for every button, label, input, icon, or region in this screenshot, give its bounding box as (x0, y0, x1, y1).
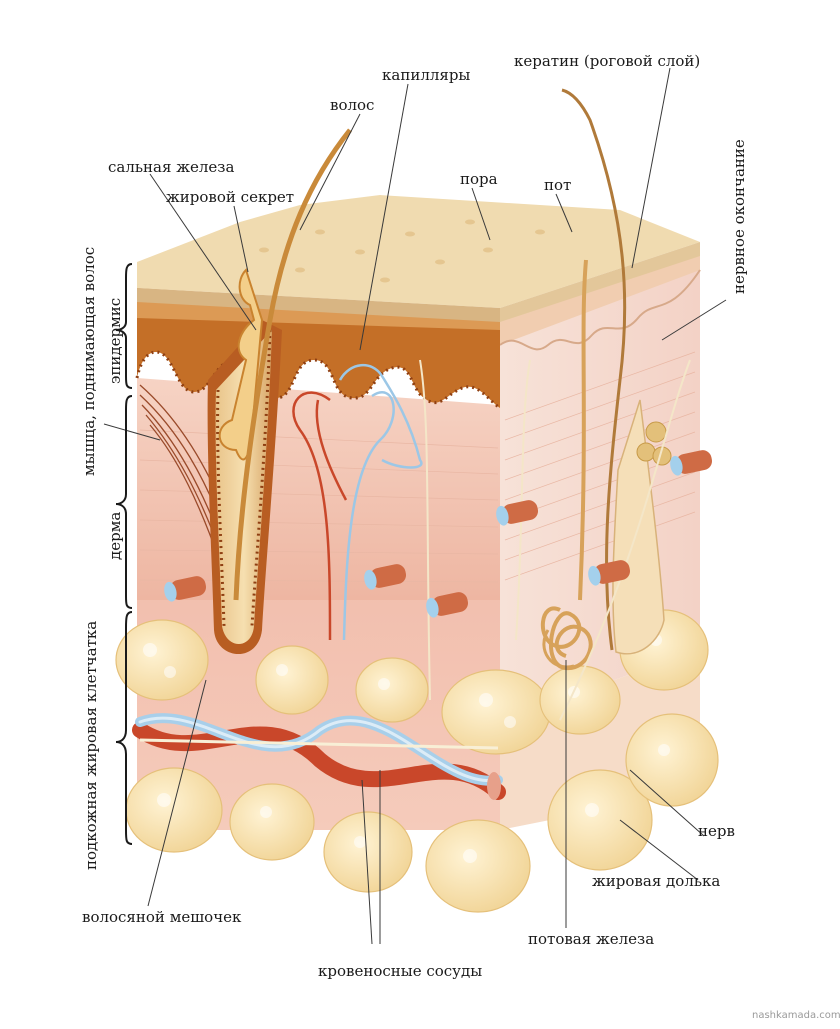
label-sweat: пот (544, 176, 571, 194)
label-nerve-ending: нервное окончание (730, 139, 748, 294)
main-blood-vessels (132, 713, 506, 800)
watermark: nashkamada.com (752, 1010, 840, 1021)
sebaceous-gland-shape (218, 268, 264, 461)
capillary-loops (292, 364, 423, 641)
dermis-front (137, 378, 500, 600)
label-hair: волос (330, 96, 374, 114)
leader-lines (103, 67, 727, 945)
nerve-fibers (419, 359, 691, 721)
layer-braces (115, 263, 133, 845)
label-arrector-muscle: мышца, поднимающая волос (80, 247, 98, 476)
pores (259, 219, 545, 283)
fat-lobules (115, 609, 719, 913)
vessel-cross-sections (164, 450, 713, 618)
label-dermis: дерма (106, 512, 124, 560)
basal-layer (135, 350, 501, 410)
label-keratin: кератин (роговой слой) (514, 52, 700, 70)
label-nerve: нерв (698, 822, 735, 840)
hair-follicle-structure (207, 128, 352, 655)
label-capillaries: капилляры (382, 66, 470, 84)
label-sebaceous-gland: сальная железа (108, 158, 234, 176)
label-fat-secretion: жировой секрет (166, 188, 294, 206)
label-epidermis: эпидермис (106, 298, 124, 384)
hair-shaft (233, 128, 352, 601)
label-fat-lobule: жировая долька (592, 872, 720, 890)
label-blood-vessels: кровеносные сосуды (318, 962, 482, 980)
label-sweat-gland: потовая железа (528, 930, 654, 948)
labels: кератин (роговой слой) капилляры волос с… (80, 52, 840, 1021)
label-pore: пора (460, 170, 498, 188)
label-subcutaneous: подкожная жировая клетчатка (82, 621, 100, 870)
label-hair-follicle: волосяной мешочек (82, 908, 242, 926)
stratum-corneum-edge (137, 288, 500, 322)
sweat-gland (541, 259, 593, 671)
